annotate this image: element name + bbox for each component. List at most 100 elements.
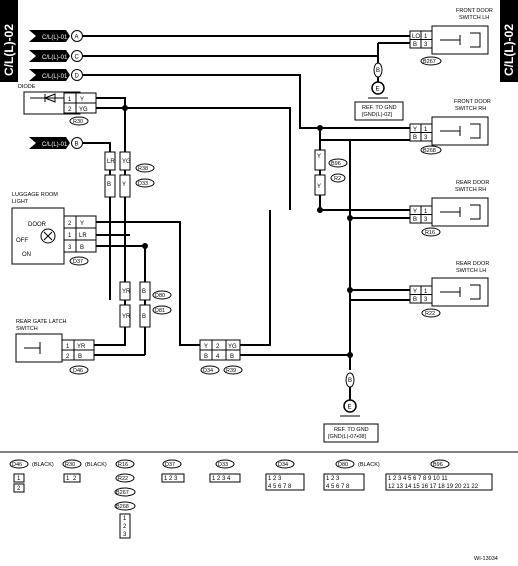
svg-text:1 2 3: 1 2 3 <box>326 476 340 482</box>
svg-text:1: 1 <box>424 209 428 215</box>
svg-text:3: 3 <box>68 245 72 251</box>
svg-text:B: B <box>413 297 417 303</box>
svg-text:D80: D80 <box>338 462 348 468</box>
svg-text:D33: D33 <box>218 462 228 468</box>
svg-text:ON: ON <box>22 252 31 258</box>
svg-text:C/L(L)-01: C/L(L)-01 <box>42 74 68 80</box>
svg-text:1 2 3: 1 2 3 <box>268 476 282 482</box>
svg-text:B96: B96 <box>331 161 341 167</box>
svg-text:1: 1 <box>68 97 72 103</box>
svg-text:B: B <box>107 182 111 188</box>
svg-text:R2: R2 <box>334 176 341 182</box>
svg-text:B: B <box>376 68 380 74</box>
svg-text:D46: D46 <box>73 368 83 374</box>
svg-text:C/L(L)-02: C/L(L)-02 <box>2 24 16 76</box>
svg-text:D80: D80 <box>155 293 165 299</box>
svg-text:B267: B267 <box>423 59 436 65</box>
svg-text:2: 2 <box>216 344 220 350</box>
svg-text:D81: D81 <box>155 308 165 314</box>
legend-d37: D37 1 2 3 <box>161 459 185 483</box>
svg-text:B: B <box>413 217 417 223</box>
connector-b96: Y Y B96 R2 <box>314 149 348 196</box>
svg-text:SWITCH LH: SWITCH LH <box>456 268 486 274</box>
svg-text:REAR DOOR: REAR DOOR <box>456 261 489 267</box>
legend-d46: D46 (BLACK) 1 2 <box>9 459 54 493</box>
diode: DIODE 1 Y 2 YG R30 <box>18 84 97 126</box>
svg-text:(BLACK): (BLACK) <box>358 462 380 468</box>
svg-text:(BLACK): (BLACK) <box>85 462 107 468</box>
svg-text:3: 3 <box>424 217 428 223</box>
svg-text:B: B <box>142 289 146 295</box>
legend-d80: D80 (BLACK) 1 2 3 4 5 6 7 8 <box>323 459 380 491</box>
svg-text:2: 2 <box>73 476 77 482</box>
svg-text:1: 1 <box>66 344 70 350</box>
legend-d34: D34 1 2 3 4 5 6 7 8 <box>265 459 305 491</box>
svg-text:Y: Y <box>413 289 417 295</box>
svg-text:B: B <box>413 42 417 48</box>
svg-text:C/L(L)-02: C/L(L)-02 <box>502 24 516 76</box>
svg-text:SWITCH: SWITCH <box>16 326 38 332</box>
svg-text:Y: Y <box>413 127 417 133</box>
svg-text:Y: Y <box>413 209 417 215</box>
luggage-room-light: LUGGAGE ROOM LIGHT DOOR OFF ON 2 Y 1 LR … <box>11 192 97 266</box>
front-door-switch-lh: FRONT DOOR SWITCH LH LO 1 B 3 B267 <box>409 8 493 66</box>
svg-text:FRONT DOOR: FRONT DOOR <box>456 8 493 14</box>
svg-text:4 5 6 7 8: 4 5 6 7 8 <box>326 484 350 490</box>
svg-text:2: 2 <box>17 486 21 492</box>
page-tab-left: C/L(L)-02 <box>0 0 18 82</box>
svg-text:R38: R38 <box>138 166 148 172</box>
svg-text:YG: YG <box>122 159 131 165</box>
svg-text:3: 3 <box>424 42 428 48</box>
svg-text:D: D <box>75 74 80 80</box>
svg-text:C/L(L)-01: C/L(L)-01 <box>42 142 68 148</box>
svg-text:1 2 3: 1 2 3 <box>164 476 178 482</box>
svg-text:E: E <box>348 405 352 411</box>
svg-text:B96: B96 <box>433 462 443 468</box>
front-door-switch-rh: FRONT DOOR SWITCH RH Y 1 B 3 B268 <box>409 99 491 155</box>
junction-dots <box>122 105 353 358</box>
svg-text:Y: Y <box>317 184 321 190</box>
svg-text:B267: B267 <box>116 490 129 496</box>
rear-gate-latch-switch: REAR GATE LATCH SWITCH 1 YR 2 B D46 <box>15 319 95 375</box>
svg-text:2: 2 <box>68 221 72 227</box>
svg-text:DIODE: DIODE <box>18 84 36 90</box>
svg-text:2: 2 <box>68 107 72 113</box>
svg-text:R30: R30 <box>65 462 75 468</box>
svg-text:B: B <box>204 354 208 360</box>
svg-text:[GND(L)-07•08]: [GND(L)-07•08] <box>328 434 366 440</box>
svg-text:B: B <box>75 142 79 148</box>
svg-text:4: 4 <box>216 354 220 360</box>
svg-text:LUGGAGE ROOM: LUGGAGE ROOM <box>12 192 58 198</box>
svg-text:REF. TO GND: REF. TO GND <box>362 105 397 111</box>
svg-text:R22: R22 <box>425 311 435 317</box>
svg-text:B268: B268 <box>116 504 129 510</box>
rear-door-switch-rh: REAR DOOR SWITCH RH Y 1 B 3 R16 <box>409 180 489 237</box>
svg-text:LIGHT: LIGHT <box>12 199 29 205</box>
legend-d33: D33 1 2 3 4 <box>209 459 241 483</box>
svg-text:C/L(L)-01: C/L(L)-01 <box>42 35 68 41</box>
svg-text:D37: D37 <box>73 259 83 265</box>
legend-b96: B96 1 2 3 4 5 6 7 8 9 10 11 12 13 14 15 … <box>385 459 493 491</box>
svg-text:D34: D34 <box>278 462 288 468</box>
bus-arrow-d: C/L(L)-01 D <box>29 69 83 81</box>
svg-text:Y: Y <box>317 154 321 160</box>
svg-text:R16: R16 <box>425 230 435 236</box>
ground-1: B E REF. TO GND [GND(L)-02] <box>354 62 404 121</box>
svg-text:1 2 3 4: 1 2 3 4 <box>212 476 231 482</box>
connector-r38: LR YG B Y R38 D33 <box>104 151 155 198</box>
svg-text:B: B <box>78 354 82 360</box>
svg-text:C: C <box>75 55 80 61</box>
svg-text:B: B <box>348 378 352 384</box>
bus-arrow-b: C/L(L)-01 B <box>29 137 83 149</box>
svg-text:YR: YR <box>77 344 86 350</box>
svg-text:R30: R30 <box>73 119 83 125</box>
svg-text:B268: B268 <box>423 148 436 154</box>
svg-text:LO: LO <box>412 34 420 40</box>
svg-text:D34: D34 <box>203 368 213 374</box>
svg-text:REAR DOOR: REAR DOOR <box>456 180 489 186</box>
svg-text:B: B <box>80 245 84 251</box>
svg-text:R16: R16 <box>118 462 128 468</box>
svg-text:[GND(L)-02]: [GND(L)-02] <box>362 112 392 118</box>
ground-2: B E REF. TO GND [GND(L)-07•08] <box>323 372 379 443</box>
svg-text:R22: R22 <box>118 476 128 482</box>
